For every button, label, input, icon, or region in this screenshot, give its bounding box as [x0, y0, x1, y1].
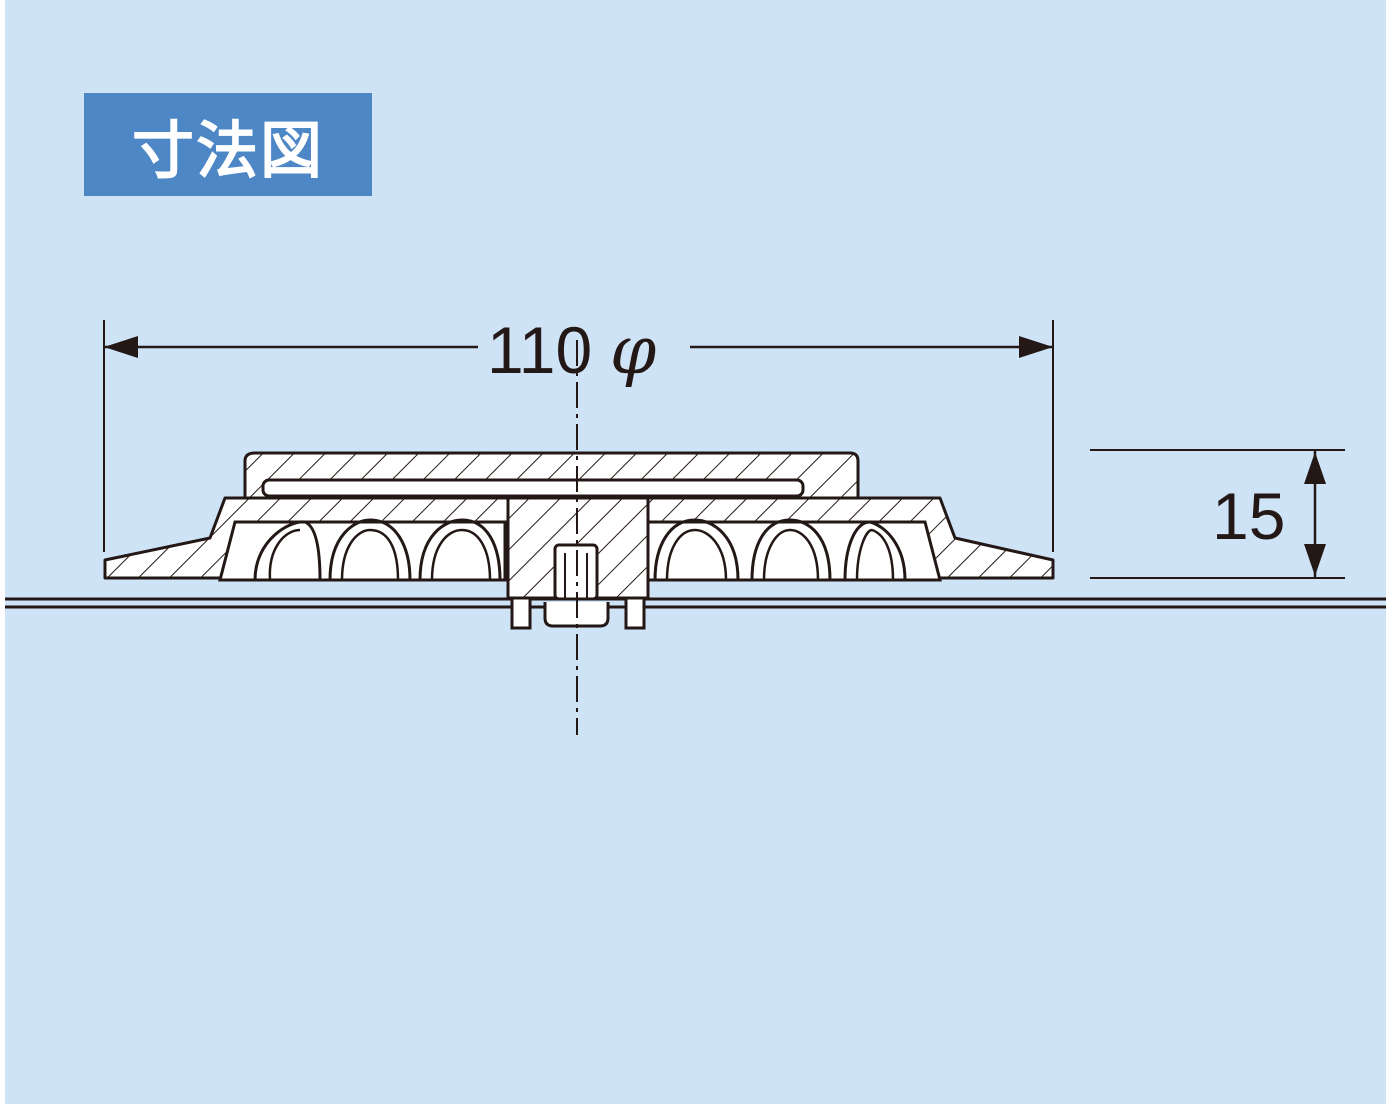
- arrow-down-icon: [1304, 544, 1326, 576]
- diameter-dimension: 110 φ: [103, 312, 1054, 552]
- title-text: 寸法図: [131, 113, 324, 187]
- arrow-up-icon: [1304, 452, 1326, 484]
- ring-cavity-right: [646, 518, 942, 582]
- title-badge: 寸法図: [84, 93, 372, 196]
- diameter-value: 110: [487, 313, 592, 387]
- ring-cavity-left: [218, 518, 507, 582]
- top-cap: [243, 451, 860, 500]
- floor-line: [5, 597, 1386, 609]
- height-value: 15: [1212, 479, 1285, 553]
- diameter-symbol: φ: [610, 312, 656, 389]
- center-hub: [506, 496, 650, 601]
- arrow-right-icon: [1019, 336, 1053, 358]
- arrow-left-icon: [104, 336, 138, 358]
- height-dimension: 15: [1090, 449, 1345, 579]
